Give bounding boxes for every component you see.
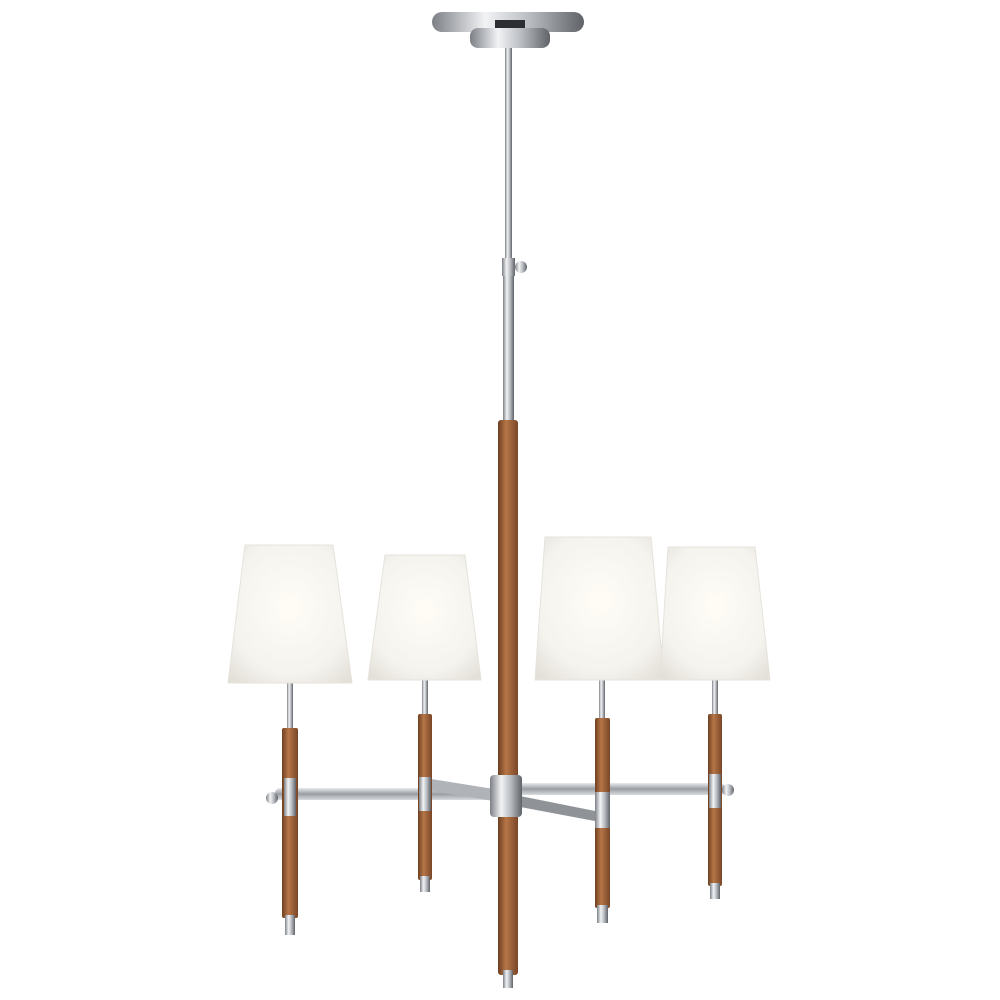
lamp-arm-3 xyxy=(595,680,610,923)
lamp-arm-2 xyxy=(418,680,432,892)
lamp-shade-2 xyxy=(367,554,482,681)
lamp-shade-3 xyxy=(534,536,665,681)
lamp-arm-4 xyxy=(708,680,722,899)
lamp-arm-1 xyxy=(282,683,298,935)
lamp-shade-1 xyxy=(227,544,353,684)
center-column xyxy=(490,420,522,988)
lamp-shade-4 xyxy=(659,546,771,681)
arms xyxy=(266,778,734,822)
ceiling-canopy xyxy=(432,12,584,48)
downrod xyxy=(502,48,527,422)
